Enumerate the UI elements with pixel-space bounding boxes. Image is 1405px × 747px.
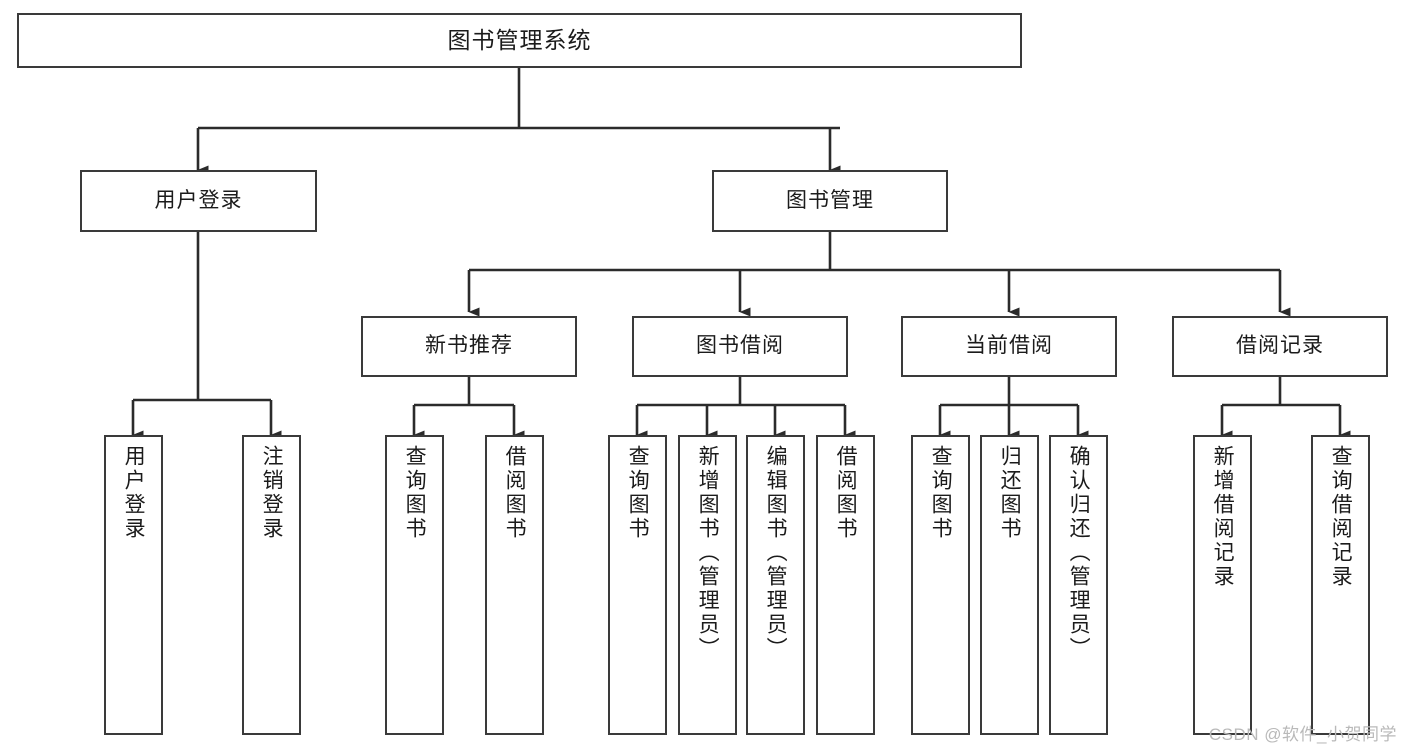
leaf-logout[interactable]: 注销登录 <box>242 435 301 735</box>
node-label: 图书借阅 <box>696 334 784 358</box>
node-label: 当前借阅 <box>965 334 1053 358</box>
leaf-add-borrow-record[interactable]: 新增借阅记录 <box>1193 435 1252 735</box>
node-label: 借阅记录 <box>1236 334 1324 358</box>
node-label: 查询图书 <box>929 445 953 541</box>
leaf-user-login[interactable]: 用户登录 <box>104 435 163 735</box>
leaf-query-borrow-record[interactable]: 查询借阅记录 <box>1311 435 1370 735</box>
leaf-borrow-book-recommend[interactable]: 借阅图书 <box>485 435 544 735</box>
node-label: 注销登录 <box>260 445 284 541</box>
node-label: 用户登录 <box>154 188 243 212</box>
leaf-add-book-admin[interactable]: 新增图书（管理员） <box>678 435 737 735</box>
node-label: 图书管理 <box>786 188 874 212</box>
node-label: 查询借阅记录 <box>1329 445 1353 589</box>
leaf-edit-book-admin[interactable]: 编辑图书（管理员） <box>746 435 805 735</box>
node-label: 编辑图书（管理员） <box>764 445 788 661</box>
leaf-borrow-book[interactable]: 借阅图书 <box>816 435 875 735</box>
leaf-query-book-current[interactable]: 查询图书 <box>911 435 970 735</box>
node-new-book-recommend[interactable]: 新书推荐 <box>361 316 577 377</box>
node-label: 新增借阅记录 <box>1211 445 1235 589</box>
node-label: 借阅图书 <box>834 445 858 541</box>
node-label: 借阅图书 <box>503 445 527 541</box>
leaf-return-book[interactable]: 归还图书 <box>980 435 1039 735</box>
node-label: 图书管理系统 <box>447 26 592 53</box>
node-label: 新增图书（管理员） <box>696 445 720 661</box>
node-current-borrow[interactable]: 当前借阅 <box>901 316 1117 377</box>
node-label: 查询图书 <box>626 445 650 541</box>
node-borrow-record[interactable]: 借阅记录 <box>1172 316 1388 377</box>
node-label: 用户登录 <box>122 445 146 541</box>
leaf-confirm-return-admin[interactable]: 确认归还（管理员） <box>1049 435 1108 735</box>
node-user-login[interactable]: 用户登录 <box>80 170 317 232</box>
node-label: 新书推荐 <box>425 334 513 358</box>
node-label: 归还图书 <box>998 445 1022 541</box>
node-book-management[interactable]: 图书管理 <box>712 170 948 232</box>
node-root-system[interactable]: 图书管理系统 <box>17 13 1022 68</box>
node-label: 确认归还（管理员） <box>1067 445 1091 661</box>
leaf-query-book-recommend[interactable]: 查询图书 <box>385 435 444 735</box>
node-label: 查询图书 <box>403 445 427 541</box>
node-book-borrow[interactable]: 图书借阅 <box>632 316 848 377</box>
leaf-query-book-borrow[interactable]: 查询图书 <box>608 435 667 735</box>
